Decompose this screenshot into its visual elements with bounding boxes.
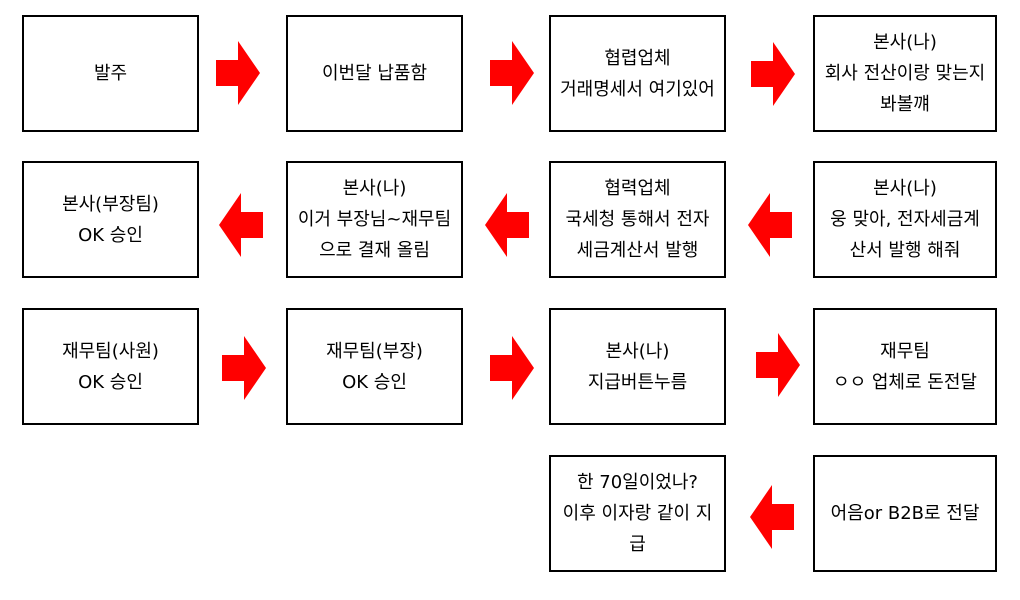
flow-box-label: 본사(부장팀) OK 승인 (62, 193, 159, 246)
flow-box-label: 재무팀(부장) OK 승인 (326, 340, 423, 393)
flow-box-label: 본사(나) 이거 부장님~재무팀 으로 결재 올림 (297, 178, 452, 261)
arrow-right-icon (216, 41, 260, 105)
flow-box-hq-pay-button: 본사(나) 지급버튼누름 (549, 308, 726, 425)
flow-box-manager-approval: 본사(부장팀) OK 승인 (22, 161, 199, 278)
flow-box-label: 협력업체 국세청 통해서 전자 세금계산서 발행 (565, 178, 710, 261)
arrow-shape (216, 41, 260, 105)
flow-box-label: 본사(나) 회사 전산이랑 맞는지 봐볼꺠 (824, 32, 986, 115)
flow-box-hq-submit: 본사(나) 이거 부장님~재무팀 으로 결재 올림 (286, 161, 463, 278)
flow-box-label: 협렵업체 거래명세서 여기있어 (560, 47, 715, 100)
arrow-shape (485, 193, 529, 257)
flow-box-hq-confirm: 본사(나) 웅 맞아, 전자세금계 산서 발행 해줘 (813, 161, 997, 278)
flow-box-label: 발주 (93, 63, 128, 84)
flow-box-label: 본사(나) 웅 맞아, 전자세금계 산서 발행 해줘 (830, 178, 980, 261)
arrow-right-icon (751, 42, 795, 106)
arrow-shape (748, 193, 792, 257)
arrow-shape (750, 485, 794, 549)
arrow-left-icon (748, 193, 792, 257)
flow-box-partner-invoice: 협력업체 국세청 통해서 전자 세금계산서 발행 (549, 161, 726, 278)
arrow-right-icon (222, 336, 266, 400)
flow-box-label: 어음or B2B로 전달 (830, 503, 980, 524)
flow-box-hq-check: 본사(나) 회사 전산이랑 맞는지 봐볼꺠 (813, 15, 997, 132)
arrow-left-icon (485, 193, 529, 257)
arrow-right-icon (756, 333, 800, 397)
flow-box-label: 한 70일이었나? 이후 이자랑 같이 지 급 (562, 472, 713, 555)
flow-box-label: 본사(나) 지급버튼누름 (587, 340, 688, 393)
arrow-left-icon (750, 485, 794, 549)
flow-box-payment-with-interest: 한 70일이었나? 이후 이자랑 같이 지 급 (549, 455, 726, 572)
arrow-shape (490, 336, 534, 400)
flow-box-finance-transfer: 재무팀 ㅇㅇ 업체로 돈전달 (813, 308, 997, 425)
flow-box-finance-staff-approval: 재무팀(사원) OK 승인 (22, 308, 199, 425)
arrow-shape (751, 42, 795, 106)
arrow-right-icon (490, 336, 534, 400)
arrow-shape (490, 41, 534, 105)
flow-box-partner-statement: 협렵업체 거래명세서 여기있어 (549, 15, 726, 132)
flow-box-delivered: 이번달 납품함 (286, 15, 463, 132)
flow-box-label: 재무팀(사원) OK 승인 (62, 340, 159, 393)
flow-box-bill-b2b: 어음or B2B로 전달 (813, 455, 997, 572)
flow-box-order: 발주 (22, 15, 199, 132)
arrow-shape (219, 193, 263, 257)
arrow-left-icon (219, 193, 263, 257)
arrow-shape (756, 333, 800, 397)
arrow-shape (222, 336, 266, 400)
flow-box-label: 재무팀 ㅇㅇ 업체로 돈전달 (833, 340, 977, 393)
flow-box-label: 이번달 납품함 (321, 63, 428, 84)
flow-box-finance-manager-approval: 재무팀(부장) OK 승인 (286, 308, 463, 425)
arrow-right-icon (490, 41, 534, 105)
